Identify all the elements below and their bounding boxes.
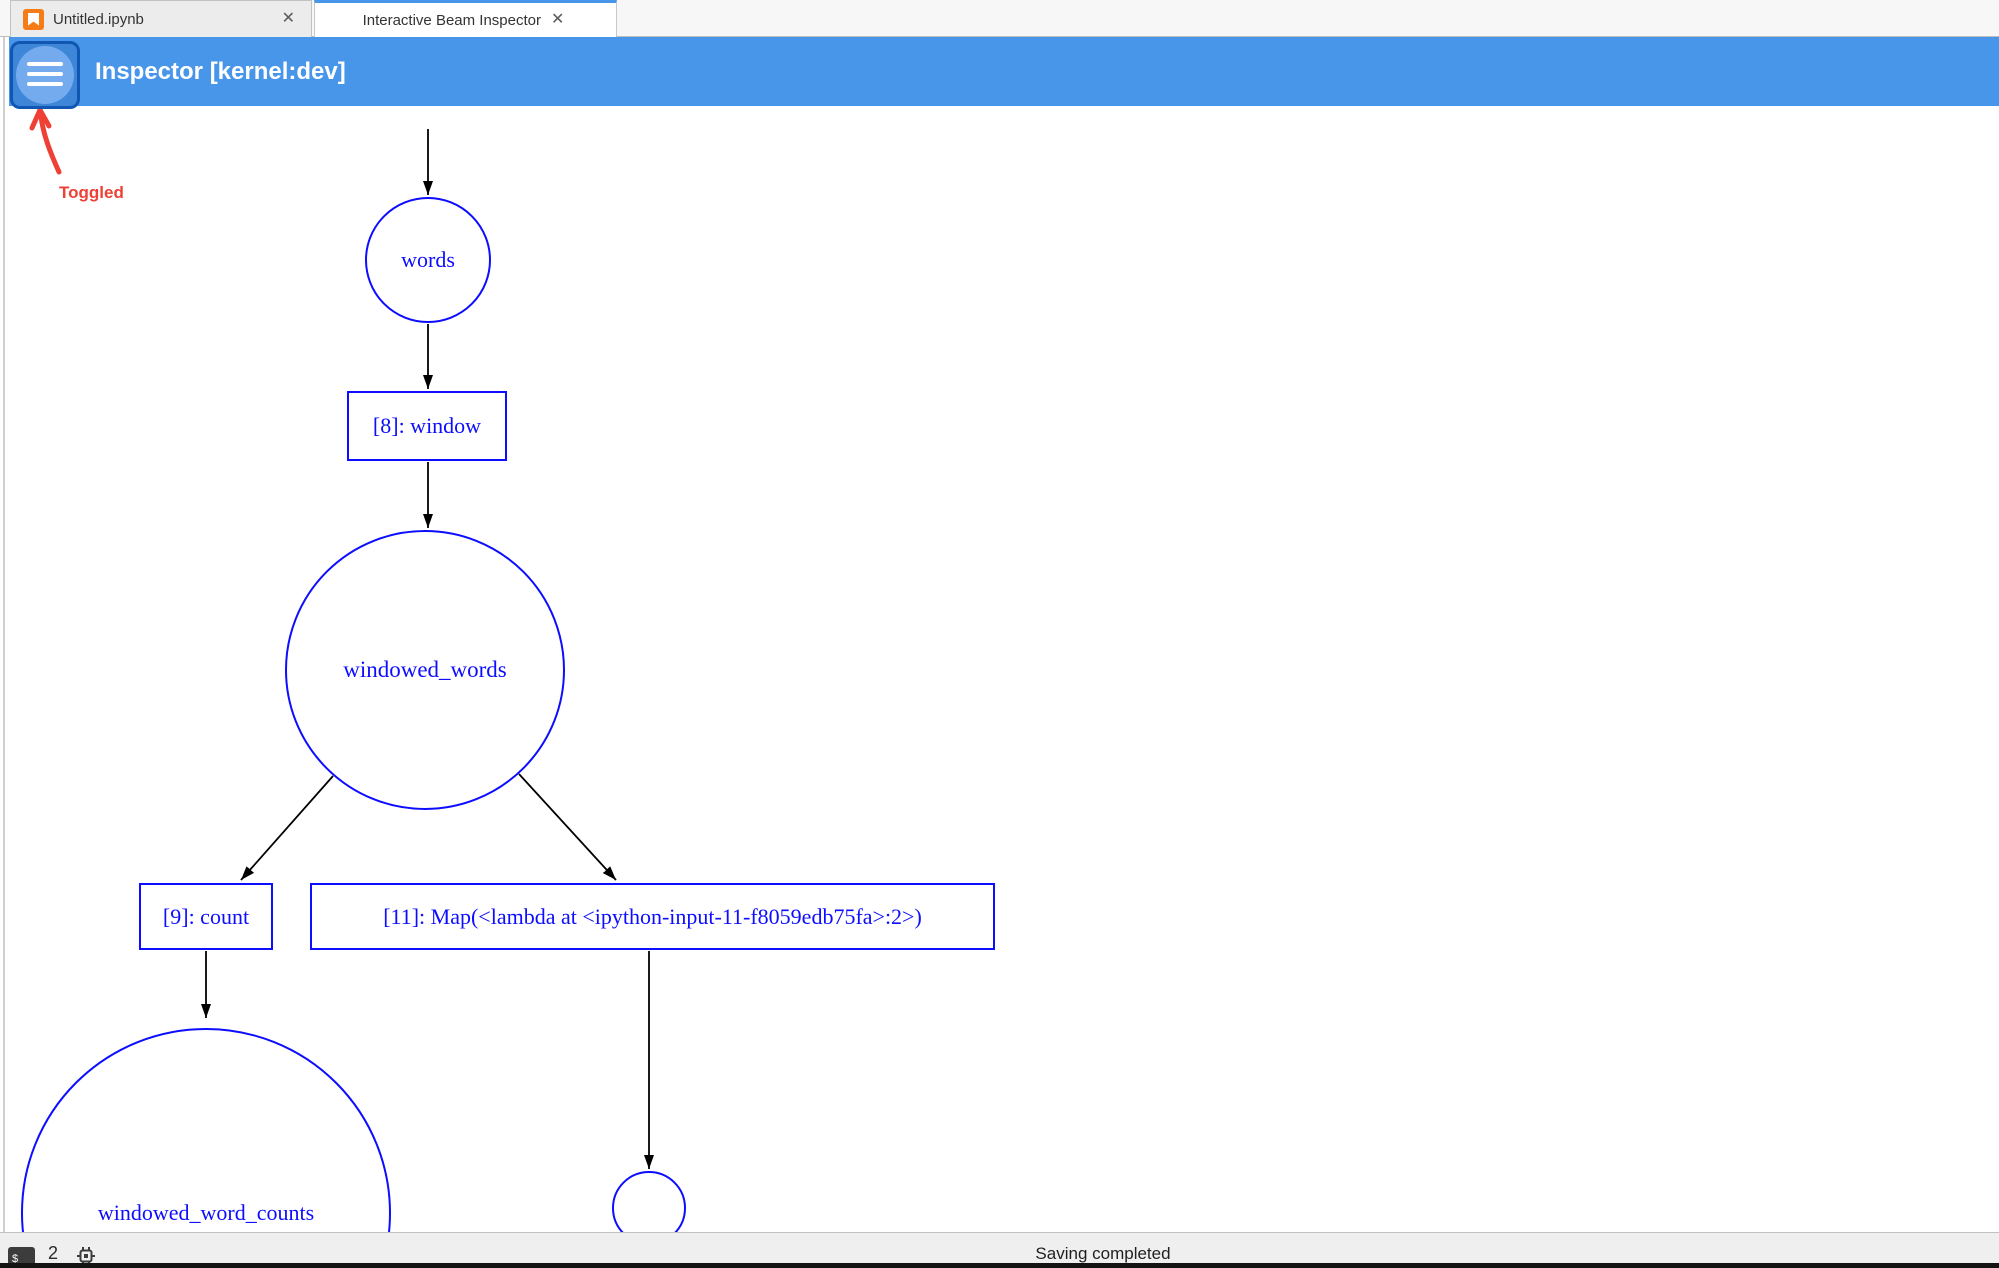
node-label: windowed_words — [343, 657, 507, 682]
node-words[interactable]: words — [365, 197, 491, 323]
tab-untitled-notebook[interactable]: Untitled.ipynb ✕ — [10, 0, 312, 37]
node-label: [8]: window — [372, 413, 482, 438]
node-label: [11]: Map(<lambda at <ipython-input-11-f… — [383, 903, 922, 929]
tab-bar: Untitled.ipynb ✕ Interactive Beam Inspec… — [0, 0, 1999, 37]
menu-toggle-button[interactable] — [10, 41, 80, 109]
status-message: Saving completed — [1035, 1244, 1171, 1263]
node-label: windowed_word_counts — [97, 1200, 315, 1225]
kernel-icon[interactable] — [76, 1246, 96, 1268]
tab-interactive-beam-inspector[interactable]: Interactive Beam Inspector ✕ — [314, 0, 617, 37]
annotation-label: Toggled — [59, 183, 124, 202]
running-sessions-count[interactable]: 2 — [48, 1243, 59, 1263]
node-label: words — [401, 247, 455, 272]
page-title: Inspector [kernel:dev] — [95, 58, 346, 85]
notebook-icon — [23, 8, 44, 30]
terminal-icon[interactable]: $ — [8, 1247, 35, 1267]
node-count-transform[interactable]: [9]: count — [139, 883, 273, 950]
node-window-transform[interactable]: [8]: window — [347, 391, 507, 461]
close-icon[interactable]: ✕ — [281, 10, 295, 27]
hamburger-icon — [27, 62, 63, 87]
inspector-header: Inspector [kernel:dev] — [9, 37, 1999, 106]
status-bar: $ 2 Saving completed — [0, 1232, 1999, 1268]
node-map-transform[interactable]: [11]: Map(<lambda at <ipython-input-11-f… — [310, 883, 995, 950]
tab-label: Untitled.ipynb — [53, 10, 144, 28]
node-windowed-words[interactable]: windowed_words — [285, 530, 565, 810]
tab-label: Interactive Beam Inspector — [362, 11, 541, 29]
annotation-arrow — [29, 104, 62, 175]
terminal-prompt-glyph: $ — [12, 1253, 19, 1265]
collapsed-sidebar-border — [3, 37, 5, 1232]
node-label: [9]: count — [162, 903, 250, 929]
close-icon[interactable]: ✕ — [551, 11, 565, 28]
window-bottom-edge — [0, 1263, 1999, 1268]
